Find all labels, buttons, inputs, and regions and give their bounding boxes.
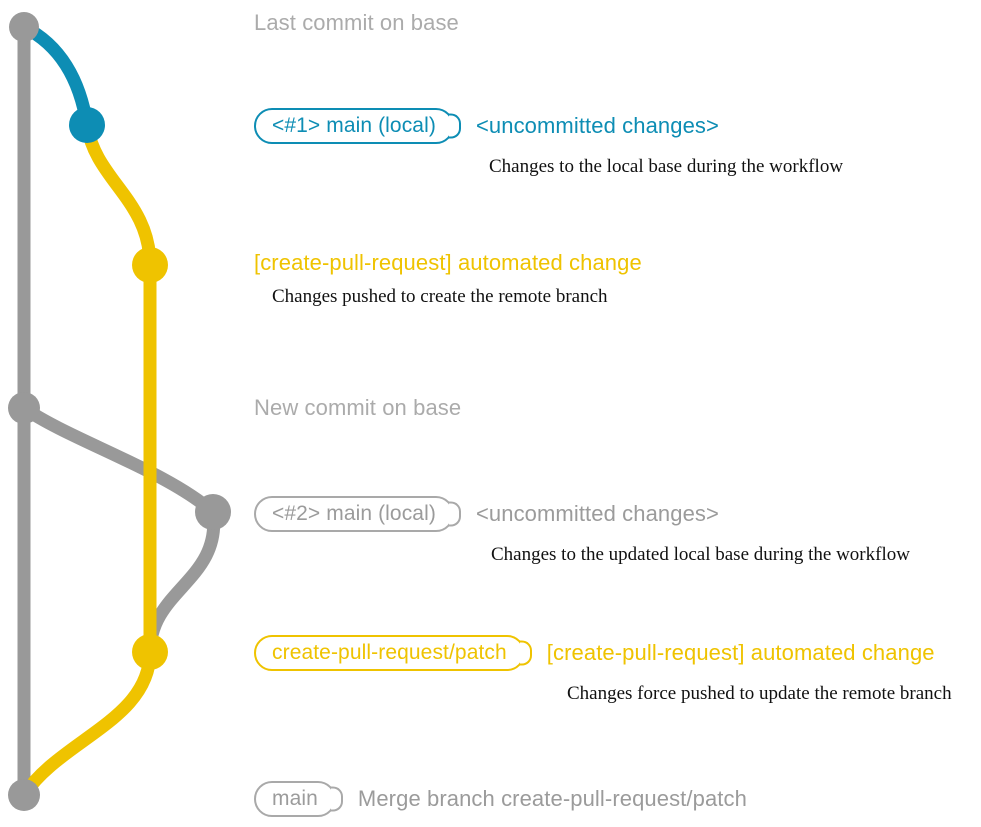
commit-dot-local-1[interactable] [69,107,105,143]
commit-subject: [create-pull-request] automated change [254,250,642,275]
commit-headline: [create-pull-request] automated change [254,252,642,274]
branch-tag-patch[interactable]: create-pull-request/patch [254,635,525,671]
commit-subject: <uncommitted changes> [475,501,719,526]
commit-subject: Merge branch create-pull-request/patch [357,786,747,811]
commit-dot-automated-1[interactable] [132,247,168,283]
commit-headline: New commit on base [254,397,461,419]
commit-headline: <#2> main (local) <uncommitted changes> [254,496,910,532]
commit-row-last-base: Last commit on base [254,12,459,34]
commit-headline: create-pull-request/patch [create-pull-r… [254,635,952,671]
commit-row-new-base: New commit on base [254,397,461,419]
commit-subject: Last commit on base [254,10,459,35]
commit-dot-new-base[interactable] [8,392,40,424]
commit-subject: <uncommitted changes> [475,113,719,138]
branch-tag-wrap: create-pull-request/patch [254,635,535,671]
branch-tag-wrap: <#1> main (local) [254,108,464,144]
commit-row-local-2: <#2> main (local) <uncommitted changes> … [254,496,910,564]
commit-headline: Last commit on base [254,12,459,34]
branch-tag-wrap: <#2> main (local) [254,496,464,532]
commit-dot-merge[interactable] [8,779,40,811]
branch-tag-local-2[interactable]: <#2> main (local) [254,496,454,532]
commit-subject: New commit on base [254,395,462,420]
commit-row-merge: main Merge branch create-pull-request/pa… [254,781,747,817]
commit-description: Changes pushed to create the remote bran… [272,286,608,307]
branch-tag-main[interactable]: main [254,781,336,817]
commit-description: Changes to the updated local base during… [491,544,910,565]
branch-tag-local-1[interactable]: <#1> main (local) [254,108,454,144]
commit-headline: main Merge branch create-pull-request/pa… [254,781,747,817]
commit-dot-last-base[interactable] [9,12,39,42]
commit-dots [8,12,231,811]
commit-row-automated-1: [create-pull-request] automated change C… [254,252,642,307]
branch-line-patch-merge [17,645,157,802]
commit-dot-local-2[interactable] [195,494,231,530]
commit-description: Changes to the local base during the wor… [489,156,844,177]
branch-line-patch-upper [80,118,157,272]
commit-subject: [create-pull-request] automated change [546,640,935,665]
commit-row-automated-2: create-pull-request/patch [create-pull-r… [254,635,952,703]
commit-headline: <#1> main (local) <uncommitted changes> [254,108,843,144]
branch-line-updated-local-main [17,401,220,519]
commit-dot-automated-2[interactable] [132,634,168,670]
commit-description: Changes force pushed to update the remot… [567,683,952,704]
branch-tag-wrap: main [254,781,346,817]
commit-row-local-1: <#1> main (local) <uncommitted changes> … [254,108,843,176]
